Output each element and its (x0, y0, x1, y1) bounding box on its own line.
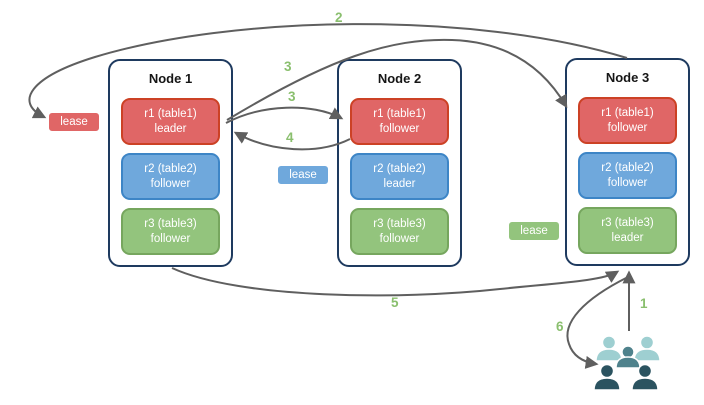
user-front-right-icon (631, 363, 659, 391)
step-label-1: 1 (640, 296, 648, 311)
arrow-step5-node1-to-node3 (171, 267, 620, 297)
user-front-left-icon (593, 363, 621, 391)
arrow-step6-node3-to-users (566, 276, 629, 369)
replica-node3-r3: r3 (table3) leader (578, 207, 677, 254)
replica-role: follower (379, 122, 420, 135)
user-back-right-icon (633, 335, 661, 362)
replica-name: r1 (table1) (144, 107, 197, 120)
replica-node3-r1: r1 (table1) follower (578, 97, 677, 144)
replica-name: r2 (table2) (373, 162, 426, 175)
lease-badge-red: lease (47, 111, 101, 133)
step-label-3a: 3 (284, 59, 292, 74)
replica-node1-r1: r1 (table1) leader (121, 98, 220, 145)
arrow-step3-leader-to-node2 (225, 106, 344, 124)
lease-badge-green: lease (507, 220, 561, 242)
replica-node1-r3: r3 (table3) follower (121, 208, 220, 255)
replica-role: follower (379, 232, 420, 245)
replica-role: follower (607, 121, 648, 134)
replica-name: r3 (table3) (373, 217, 426, 230)
replica-name: r1 (table1) (373, 107, 426, 120)
users-group-icon (593, 335, 661, 391)
replica-role: leader (611, 231, 644, 244)
lease-badge-blue: lease (276, 164, 330, 186)
node-title: Node 2 (377, 71, 422, 86)
replica-name: r2 (table2) (601, 161, 654, 174)
node-title: Node 1 (148, 71, 193, 86)
replica-role: follower (150, 177, 191, 190)
replica-node3-r2: r2 (table2) follower (578, 152, 677, 199)
replica-node1-r2: r2 (table2) follower (121, 153, 220, 200)
replica-node2-r1: r1 (table1) follower (350, 98, 449, 145)
node-2: Node 2 r1 (table1) follower r2 (table2) … (337, 59, 462, 267)
replica-name: r3 (table3) (601, 216, 654, 229)
user-middle-icon (615, 345, 641, 369)
replica-name: r2 (table2) (144, 162, 197, 175)
step-label-5: 5 (391, 295, 399, 310)
step-label-4: 4 (286, 130, 294, 145)
node-3: Node 3 r1 (table1) follower r2 (table2) … (565, 58, 690, 266)
step-label-3b: 3 (288, 89, 296, 104)
step-label-2: 2 (335, 10, 343, 25)
replica-role: follower (150, 232, 191, 245)
user-back-left-icon (595, 335, 623, 362)
replica-name: r1 (table1) (601, 106, 654, 119)
replica-node2-r3: r3 (table3) follower (350, 208, 449, 255)
node-title: Node 3 (605, 70, 650, 85)
replica-role: leader (383, 177, 416, 190)
step-label-6: 6 (556, 319, 564, 334)
replica-name: r3 (table3) (144, 217, 197, 230)
replica-node2-r2: r2 (table2) leader (350, 153, 449, 200)
replica-role: follower (607, 176, 648, 189)
node-1: Node 1 r1 (table1) leader r2 (table2) fo… (108, 59, 233, 267)
replica-role: leader (154, 122, 187, 135)
